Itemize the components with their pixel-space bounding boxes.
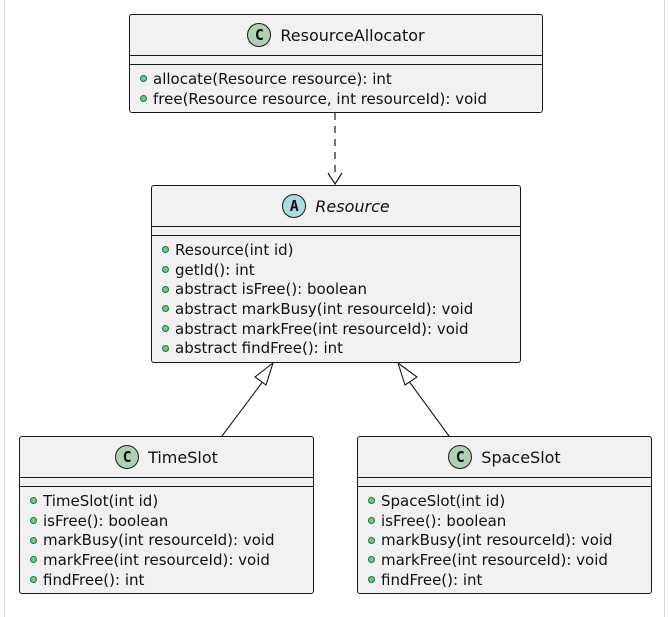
class-header: C SpaceSlot bbox=[358, 437, 651, 477]
public-dot-icon bbox=[162, 344, 169, 352]
class-name: TimeSlot bbox=[148, 447, 218, 467]
method-row: abstract markBusy(int resourceId): void bbox=[162, 299, 520, 319]
method-row: isFree(): boolean bbox=[30, 511, 313, 531]
method-row: abstract markFree(int resourceId): void bbox=[162, 319, 520, 339]
public-dot-icon bbox=[30, 576, 37, 584]
public-dot-icon bbox=[162, 246, 169, 254]
method-signature: isFree(): boolean bbox=[43, 511, 169, 530]
public-dot-icon bbox=[140, 95, 147, 103]
public-dot-icon bbox=[30, 536, 37, 544]
public-dot-icon bbox=[30, 497, 37, 505]
public-dot-icon bbox=[30, 556, 37, 564]
inheritance-arrow-timeslot bbox=[221, 361, 275, 437]
public-dot-icon bbox=[368, 517, 375, 525]
class-header: A Resource bbox=[152, 186, 520, 226]
class-name: ResourceAllocator bbox=[280, 25, 425, 45]
method-row: Resource(int id) bbox=[162, 240, 520, 260]
methods-compartment: TimeSlot(int id) isFree(): boolean markB… bbox=[20, 487, 313, 589]
class-resource-allocator: C ResourceAllocator allocate(Resource re… bbox=[129, 14, 543, 113]
inheritance-arrow-spaceslot bbox=[396, 361, 450, 437]
class-name: Resource bbox=[315, 196, 390, 216]
method-row: markBusy(int resourceId): void bbox=[368, 530, 651, 550]
method-signature: findFree(): int bbox=[381, 570, 483, 589]
method-signature: markFree(int resourceId): void bbox=[381, 550, 608, 569]
class-time-slot: C TimeSlot TimeSlot(int id) isFree(): bo… bbox=[19, 436, 314, 594]
method-row: findFree(): int bbox=[368, 570, 651, 590]
class-header: C ResourceAllocator bbox=[130, 15, 542, 55]
class-c-icon: C bbox=[247, 23, 272, 47]
method-signature: allocate(Resource resource): int bbox=[153, 69, 392, 88]
methods-compartment: SpaceSlot(int id) isFree(): boolean mark… bbox=[358, 487, 651, 589]
method-signature: abstract findFree(): int bbox=[175, 339, 344, 358]
method-signature: findFree(): int bbox=[43, 570, 145, 589]
public-dot-icon bbox=[368, 497, 375, 505]
method-signature: getId(): int bbox=[175, 260, 255, 279]
class-header: C TimeSlot bbox=[20, 437, 313, 477]
public-dot-icon bbox=[140, 75, 147, 83]
public-dot-icon bbox=[368, 576, 375, 584]
abstract-class-a-icon: A bbox=[282, 194, 307, 218]
method-row: free(Resource resource, int resourceId):… bbox=[140, 89, 542, 109]
public-dot-icon bbox=[162, 305, 169, 313]
methods-compartment: allocate(Resource resource): int free(Re… bbox=[130, 65, 542, 108]
public-dot-icon bbox=[162, 325, 169, 333]
method-signature: abstract markBusy(int resourceId): void bbox=[175, 299, 474, 318]
method-signature: abstract isFree(): boolean bbox=[175, 280, 367, 299]
fields-compartment bbox=[20, 477, 313, 487]
public-dot-icon bbox=[162, 285, 169, 293]
method-row: findFree(): int bbox=[30, 570, 313, 590]
method-signature: Resource(int id) bbox=[175, 240, 294, 259]
public-dot-icon bbox=[368, 536, 375, 544]
method-row: abstract isFree(): boolean bbox=[162, 279, 520, 299]
method-signature: SpaceSlot(int id) bbox=[381, 491, 506, 510]
method-row: markFree(int resourceId): void bbox=[30, 550, 313, 570]
class-resource: A Resource Resource(int id) getId(): int… bbox=[151, 185, 521, 363]
method-row: markBusy(int resourceId): void bbox=[30, 530, 313, 550]
method-signature: isFree(): boolean bbox=[381, 511, 507, 530]
fields-compartment bbox=[358, 477, 651, 487]
class-space-slot: C SpaceSlot SpaceSlot(int id) isFree(): … bbox=[357, 436, 652, 594]
method-signature: markFree(int resourceId): void bbox=[43, 550, 270, 569]
class-c-icon: C bbox=[115, 445, 140, 469]
public-dot-icon bbox=[368, 556, 375, 564]
diagram-frame bbox=[4, 0, 665, 617]
dependency-arrow bbox=[327, 113, 343, 186]
method-row: allocate(Resource resource): int bbox=[140, 69, 542, 89]
public-dot-icon bbox=[30, 517, 37, 525]
fields-compartment bbox=[152, 226, 520, 236]
class-c-icon: C bbox=[448, 445, 473, 469]
class-name: SpaceSlot bbox=[481, 447, 561, 467]
method-row: getId(): int bbox=[162, 260, 520, 280]
public-dot-icon bbox=[162, 266, 169, 274]
fields-compartment bbox=[130, 55, 542, 65]
method-row: isFree(): boolean bbox=[368, 511, 651, 531]
method-signature: free(Resource resource, int resourceId):… bbox=[153, 89, 487, 108]
method-row: abstract findFree(): int bbox=[162, 338, 520, 358]
method-row: markFree(int resourceId): void bbox=[368, 550, 651, 570]
method-signature: markBusy(int resourceId): void bbox=[43, 531, 275, 550]
methods-compartment: Resource(int id) getId(): int abstract i… bbox=[152, 236, 520, 358]
method-row: SpaceSlot(int id) bbox=[368, 491, 651, 511]
method-signature: abstract markFree(int resourceId): void bbox=[175, 319, 469, 338]
method-signature: markBusy(int resourceId): void bbox=[381, 531, 613, 550]
method-row: TimeSlot(int id) bbox=[30, 491, 313, 511]
method-signature: TimeSlot(int id) bbox=[43, 491, 159, 510]
